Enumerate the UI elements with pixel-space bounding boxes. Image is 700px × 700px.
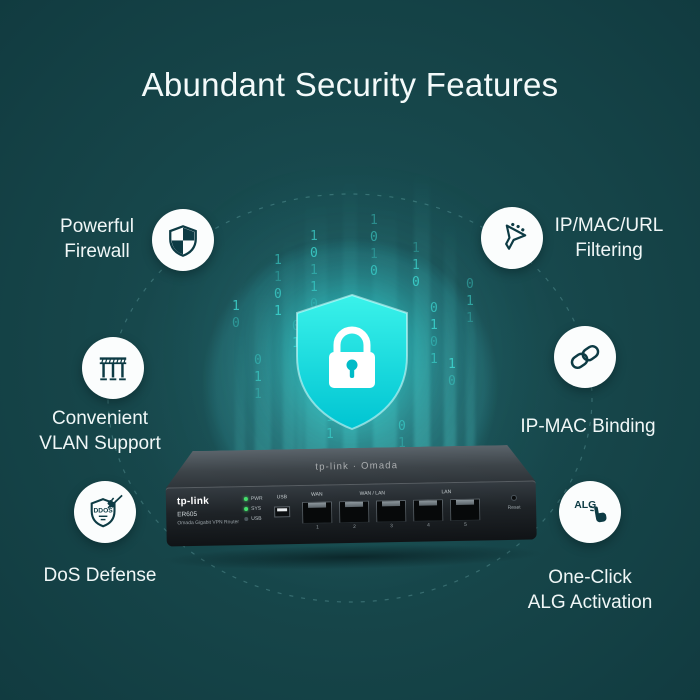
port-number: 4 bbox=[426, 522, 430, 529]
port-number: 3 bbox=[390, 523, 393, 530]
feature-icon-filtering bbox=[481, 207, 543, 269]
feature-icon-alg: ALG bbox=[559, 481, 621, 543]
router-led: SYS bbox=[244, 506, 263, 512]
feature-icon-powerful-firewall bbox=[152, 209, 214, 271]
pointer-hand-icon bbox=[590, 505, 607, 523]
feature-label-alg: One-Click ALG Activation bbox=[508, 565, 672, 615]
router-brand-text: tp-link bbox=[176, 495, 210, 508]
feature-label-powerful-firewall: Powerful Firewall bbox=[38, 214, 156, 264]
ethernet-port bbox=[338, 500, 370, 524]
feature-label-vlan: Convenient VLAN Support bbox=[18, 406, 182, 456]
led-label: PWR bbox=[250, 495, 263, 502]
feature-text-line: IP-MAC Binding bbox=[520, 416, 656, 437]
feature-icon-vlan bbox=[82, 337, 144, 399]
lock-icon bbox=[329, 326, 375, 388]
light-beam bbox=[235, 330, 245, 470]
feature-label-dos-defense: DoS Defense bbox=[18, 563, 182, 588]
feature-text-line: Firewall bbox=[64, 241, 130, 262]
ddos-shield-icon: DDOS bbox=[90, 494, 123, 528]
led-label: SYS bbox=[251, 505, 262, 512]
chain-link-icon bbox=[570, 344, 600, 370]
port-number: 1 bbox=[316, 524, 319, 531]
router-reset-section: Reset bbox=[496, 494, 532, 512]
feature-label-filtering: IP/MAC/URL Filtering bbox=[544, 213, 674, 263]
feature-text-line: DoS Defense bbox=[43, 565, 157, 586]
firewall-shield-icon bbox=[169, 225, 197, 257]
reset-label: Reset bbox=[507, 504, 521, 511]
usb-label: USB bbox=[276, 494, 288, 501]
vlan-bridge-icon bbox=[99, 357, 127, 381]
alg-click-icon: ALG bbox=[574, 500, 607, 523]
router-front-face: tp-link ER605 Omada Gigabit VPN Router P… bbox=[165, 480, 537, 547]
led-indicator bbox=[244, 516, 249, 522]
shield-icon bbox=[296, 293, 408, 431]
router-device: tp-link · Omada tp-link ER605 Omada Giga… bbox=[144, 444, 560, 574]
ddos-text: DDOS bbox=[94, 507, 114, 514]
feature-text-line: IP/MAC/URL bbox=[554, 215, 664, 236]
feature-text-line: ALG Activation bbox=[527, 592, 653, 613]
feature-text-line: Powerful bbox=[60, 216, 134, 237]
router-led: PWR bbox=[243, 495, 263, 502]
ethernet-port bbox=[449, 498, 481, 522]
router-subtitle-text: Omada Gigabit VPN Router bbox=[177, 519, 240, 527]
usb-port bbox=[274, 506, 291, 518]
filter-funnel-icon bbox=[505, 222, 527, 250]
router-top-brand-text: tp-link · Omada bbox=[315, 460, 399, 473]
light-beam bbox=[255, 280, 271, 470]
light-beam bbox=[444, 220, 456, 470]
wan-lan-label: WAN / LAN bbox=[359, 490, 386, 497]
page-title: Abundant Security Features bbox=[141, 66, 559, 103]
ethernet-port bbox=[412, 499, 444, 522]
light-beam bbox=[465, 285, 475, 470]
led-label: USB bbox=[251, 515, 262, 522]
light-beam bbox=[414, 170, 430, 470]
feature-text-line: One-Click bbox=[548, 567, 632, 588]
alg-text: ALG bbox=[574, 500, 596, 511]
led-indicator bbox=[244, 506, 249, 512]
router-leds: PWR SYS USB bbox=[243, 495, 263, 522]
router-ports-section: WAN WAN / LAN LAN 1 2 3 4 5 bbox=[301, 489, 481, 531]
feature-text-line: Convenient bbox=[51, 408, 149, 429]
reset-pinhole bbox=[510, 494, 517, 501]
router-port-row bbox=[301, 498, 481, 524]
feature-text-line: Filtering bbox=[575, 240, 643, 261]
light-beam bbox=[283, 235, 295, 470]
router-model-text: ER605 bbox=[177, 510, 198, 519]
led-indicator bbox=[243, 496, 248, 502]
wan-label: WAN bbox=[311, 491, 323, 498]
router-identity: tp-link ER605 Omada Gigabit VPN Router bbox=[176, 495, 240, 527]
router-led: USB bbox=[244, 516, 263, 522]
ethernet-port bbox=[375, 499, 407, 523]
feature-label-ip-mac-binding: IP-MAC Binding bbox=[505, 414, 671, 439]
lan-label: LAN bbox=[441, 489, 452, 496]
ethernet-port bbox=[301, 501, 333, 524]
router-usb-section: USB bbox=[270, 494, 294, 518]
port-number: 5 bbox=[463, 521, 467, 528]
security-shield bbox=[291, 292, 413, 432]
feature-icon-dos-defense: DDOS bbox=[74, 481, 136, 543]
feature-icon-ip-mac-binding bbox=[554, 326, 616, 388]
port-number: 2 bbox=[353, 523, 356, 530]
feature-text-line: VLAN Support bbox=[39, 433, 161, 454]
